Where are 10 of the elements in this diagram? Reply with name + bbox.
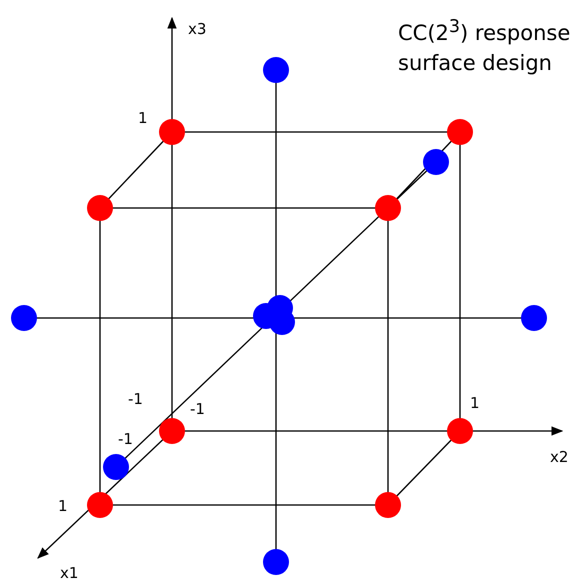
axis-label: x2 <box>550 450 568 465</box>
axis-label: x3 <box>188 22 206 37</box>
tick-label: 1 <box>58 499 68 514</box>
tick-label: 1 <box>138 111 148 126</box>
diagram-title: CC(2$^{3}$) response surface design <box>398 16 572 77</box>
tick-label: -1 <box>190 402 205 417</box>
tick-label: 1 <box>470 396 480 411</box>
axis-label: x1 <box>60 566 78 581</box>
tick-label: -1 <box>118 432 133 447</box>
tick-label: -1 <box>128 392 143 407</box>
